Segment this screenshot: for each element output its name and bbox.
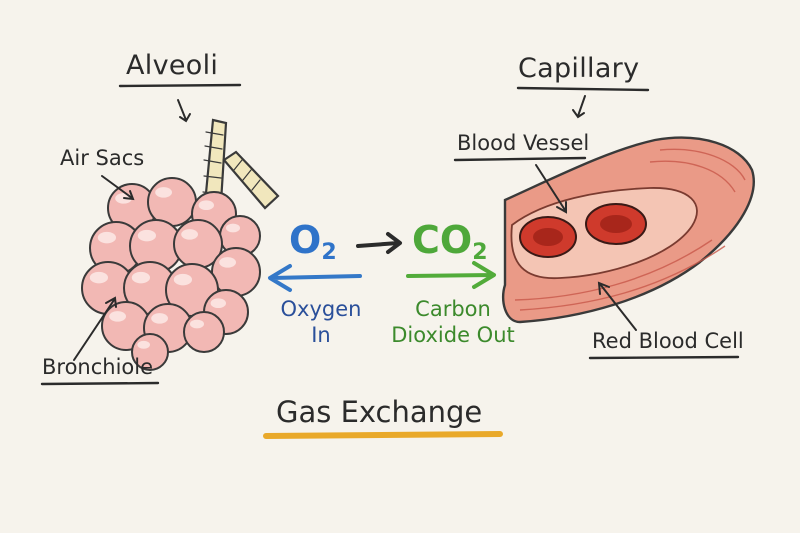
oxygen-caption: Oxygen In (276, 296, 366, 348)
air-sac-highlight (198, 200, 214, 211)
oxygen-caption-line2: In (311, 323, 331, 347)
blood-vessel-label: Blood Vessel (457, 131, 590, 155)
air-sac-highlight (155, 187, 173, 198)
bronchiole-label: Bronchiole (42, 355, 154, 379)
diagram-title: Gas Exchange (276, 395, 483, 429)
red-blood-cell-label: Red Blood Cell (592, 329, 744, 353)
oxygen-arrow (268, 264, 362, 292)
exchange-arrows (268, 232, 496, 292)
air-sac (147, 177, 197, 227)
carbon-dioxide-caption: Carbon Dioxide Out (388, 296, 518, 348)
air-sac-highlight (151, 313, 169, 324)
small-black-arrow (356, 232, 402, 254)
carbon-dioxide-caption-line1: Carbon (415, 297, 491, 321)
oxygen-subscript: 2 (321, 240, 337, 265)
air-sac-highlight (109, 311, 126, 322)
air-sac-highlight (190, 319, 204, 329)
air-sac-highlight (89, 271, 108, 284)
red-blood-cell-center (600, 215, 632, 233)
carbon-dioxide-arrow (406, 261, 496, 289)
oxygen-symbol: O (289, 218, 322, 262)
carbon-dioxide-subscript: 2 (472, 240, 488, 265)
alveoli-label: Alveoli (126, 50, 219, 81)
air-sac-highlight (210, 298, 226, 309)
red-blood-cell-center (533, 228, 563, 246)
alveoli-cluster (81, 177, 261, 371)
air-sac-highlight (219, 257, 237, 268)
oxygen-caption-line1: Oxygen (280, 297, 362, 321)
oxygen-formula: O2 (289, 218, 337, 265)
vessel-stripes (514, 148, 746, 311)
air-sac-highlight (97, 231, 116, 244)
red-blood-cells (519, 203, 647, 258)
air-sac (183, 311, 225, 353)
air-sac-highlight (137, 229, 156, 242)
carbon-dioxide-formula: CO2 (412, 218, 488, 265)
carbon-dioxide-symbol: CO (412, 218, 473, 262)
pointer-lines (73, 95, 637, 361)
title-underline (263, 431, 503, 439)
air-sacs-label: Air Sacs (60, 146, 145, 170)
air-sac-highlight (173, 273, 192, 286)
carbon-dioxide-caption-line2: Dioxide Out (391, 323, 515, 347)
air-sac (211, 247, 261, 297)
label-underlines (40, 83, 740, 386)
capillary-label: Capillary (518, 53, 640, 84)
air-sac-highlight (131, 271, 150, 284)
air-sac-highlight (137, 340, 150, 349)
air-sac-highlight (181, 229, 199, 240)
air-sac-highlight (226, 223, 240, 233)
